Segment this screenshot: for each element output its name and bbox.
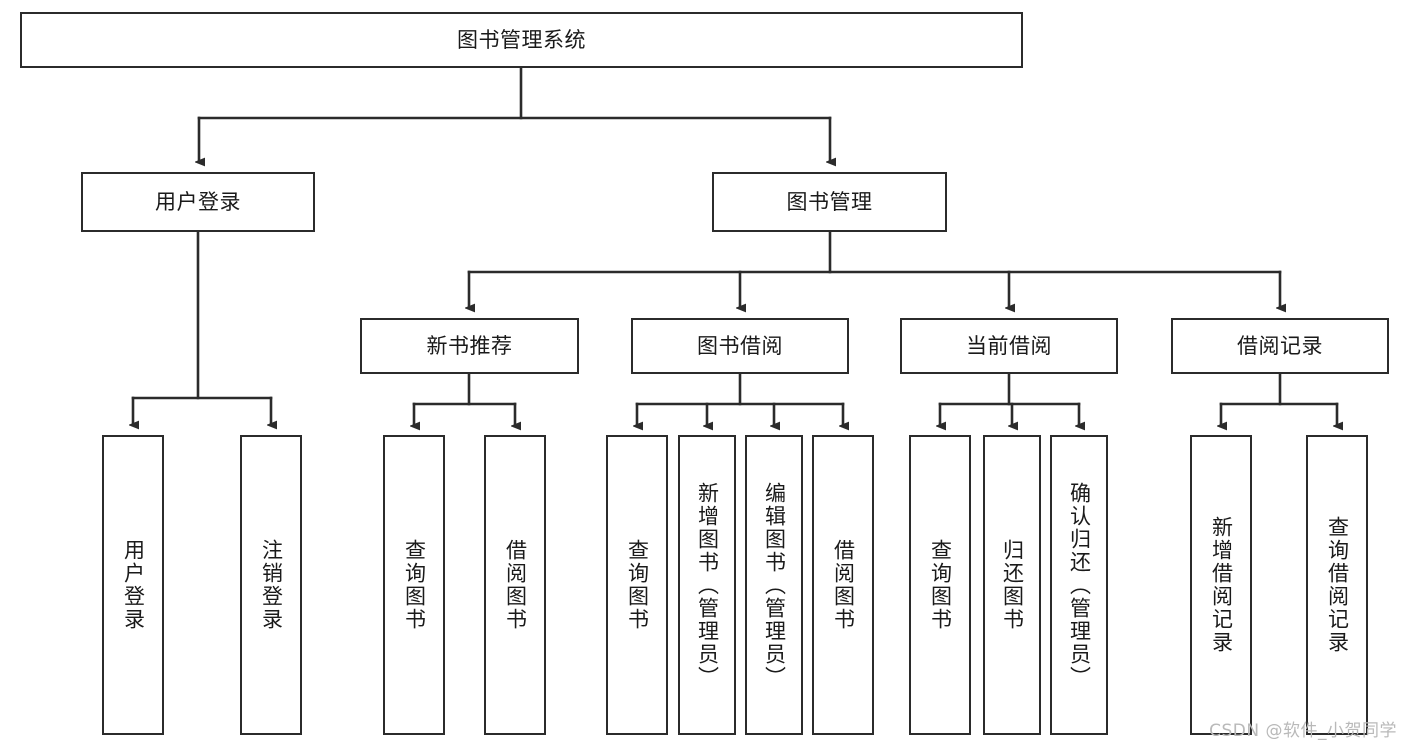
node-leaf-return-book-label: 归还图书 — [1000, 539, 1025, 631]
node-book-manage-label: 图书管理 — [786, 189, 873, 214]
node-root[interactable]: 图书管理系统 — [20, 12, 1023, 68]
node-leaf-logout[interactable]: 注销登录 — [240, 435, 302, 735]
node-root-label: 图书管理系统 — [457, 27, 586, 52]
node-leaf-logout-label: 注销登录 — [259, 539, 284, 631]
node-book-borrow[interactable]: 图书借阅 — [631, 318, 849, 374]
node-leaf-query-book-borrow-label: 查询图书 — [625, 539, 650, 631]
node-leaf-add-book-admin[interactable]: 新增图书（管理员） — [678, 435, 736, 735]
node-borrow-record-label: 借阅记录 — [1237, 333, 1323, 358]
node-current-borrow-label: 当前借阅 — [966, 333, 1052, 358]
node-leaf-add-borrow-record[interactable]: 新增借阅记录 — [1190, 435, 1252, 735]
node-leaf-user-login[interactable]: 用户登录 — [102, 435, 164, 735]
node-leaf-query-borrow-record-label: 查询借阅记录 — [1325, 516, 1350, 654]
node-user-login-label: 用户登录 — [155, 189, 241, 214]
node-book-borrow-label: 图书借阅 — [697, 333, 783, 358]
node-leaf-query-book-current-label: 查询图书 — [928, 539, 953, 631]
node-leaf-query-book-rec[interactable]: 查询图书 — [383, 435, 445, 735]
node-leaf-query-borrow-record[interactable]: 查询借阅记录 — [1306, 435, 1368, 735]
node-leaf-query-book-borrow[interactable]: 查询图书 — [606, 435, 668, 735]
node-leaf-edit-book-admin[interactable]: 编辑图书（管理员） — [745, 435, 803, 735]
node-borrow-record[interactable]: 借阅记录 — [1171, 318, 1389, 374]
node-leaf-borrow-book-rec[interactable]: 借阅图书 — [484, 435, 546, 735]
node-new-book-recommend-label: 新书推荐 — [426, 333, 513, 358]
node-leaf-add-borrow-record-label: 新增借阅记录 — [1209, 516, 1234, 654]
node-leaf-user-login-label: 用户登录 — [121, 539, 146, 631]
node-leaf-return-book[interactable]: 归还图书 — [983, 435, 1041, 735]
node-leaf-confirm-return-admin[interactable]: 确认归还（管理员） — [1050, 435, 1108, 735]
node-book-manage[interactable]: 图书管理 — [712, 172, 947, 232]
node-leaf-borrow-book-rec-label: 借阅图书 — [503, 539, 528, 631]
node-leaf-edit-book-admin-label: 编辑图书（管理员） — [762, 481, 787, 689]
node-user-login[interactable]: 用户登录 — [81, 172, 315, 232]
node-leaf-query-book-current[interactable]: 查询图书 — [909, 435, 971, 735]
node-leaf-confirm-return-admin-label: 确认归还（管理员） — [1067, 481, 1092, 689]
node-leaf-add-book-admin-label: 新增图书（管理员） — [695, 481, 720, 689]
csdn-watermark: CSDN @软件_小贺同学 — [1209, 721, 1397, 741]
node-current-borrow[interactable]: 当前借阅 — [900, 318, 1118, 374]
node-leaf-query-book-rec-label: 查询图书 — [402, 539, 427, 631]
node-leaf-borrow-book-label: 借阅图书 — [831, 539, 856, 631]
node-new-book-recommend[interactable]: 新书推荐 — [360, 318, 579, 374]
node-leaf-borrow-book[interactable]: 借阅图书 — [812, 435, 874, 735]
